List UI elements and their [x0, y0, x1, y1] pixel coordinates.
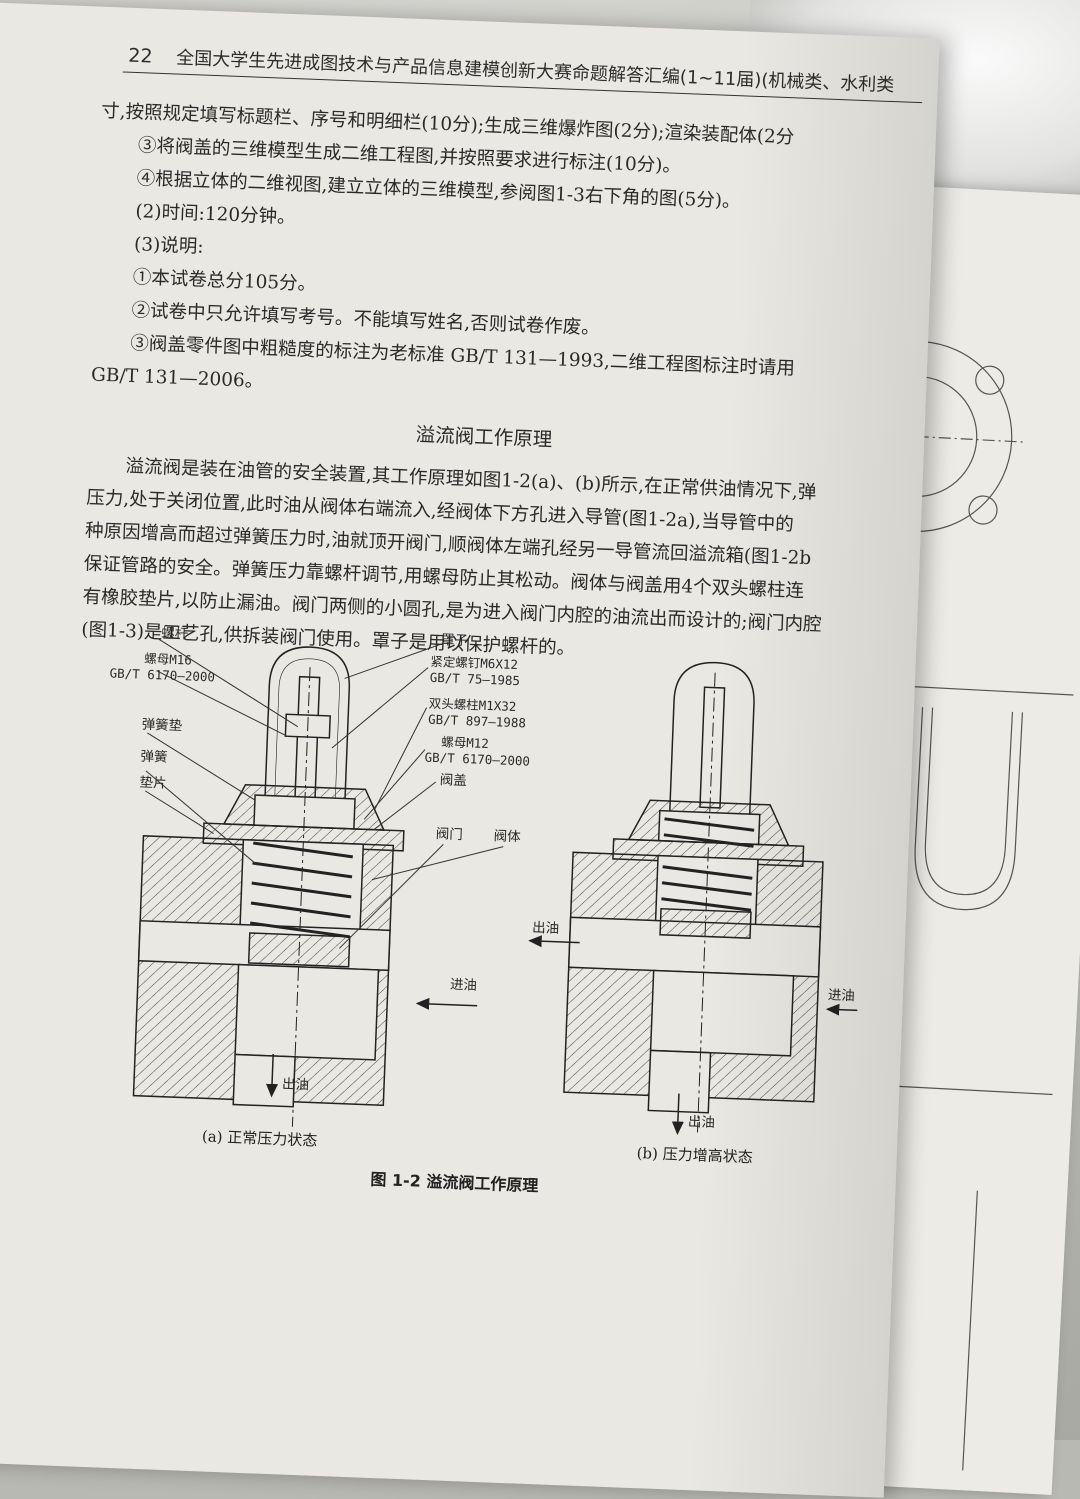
label-nut-m16-std: GB/T 6170—2000	[109, 665, 215, 684]
label-gasket: 垫片	[139, 775, 167, 792]
view-a	[132, 646, 405, 1127]
outflow-label-b-left: 出油	[532, 920, 560, 937]
label-valve: 阀门	[435, 826, 463, 843]
inflow-label-a: 进油	[450, 977, 478, 994]
label-bonnet: 阀盖	[440, 772, 468, 789]
flow-arrows-a	[266, 997, 478, 1098]
label-body: 阀体	[493, 828, 521, 845]
figure-1-2: 进油 出油 螺杆 螺母M16 GB/T 6170—2000 弹簧垫 弹簧 垫片	[89, 619, 878, 1248]
inflow-label-b: 进油	[828, 987, 856, 1004]
outflow-label-b-bottom: 出油	[688, 1114, 716, 1131]
label-stud-std: GB/T 897—1988	[428, 712, 526, 731]
label-set-screw-std: GB/T 75—1985	[429, 670, 520, 688]
header-title: 全国大学生先进成图技术与产品信息建模创新大赛命题解答汇编(1~11届)(机械类、…	[175, 47, 895, 97]
book-page: 22 全国大学生先进成图技术与产品信息建模创新大赛命题解答汇编(1~11届)(机…	[0, 1, 940, 1498]
caption-a: (a) 正常压力状态	[202, 1127, 318, 1149]
label-nut-m12: 螺母M12	[441, 734, 489, 751]
label-nut-m12-std: GB/T 6170—2000	[424, 750, 530, 769]
label-cover: 罩子	[441, 632, 469, 649]
label-spring-washer: 弹簧垫	[141, 717, 183, 735]
outflow-label-a: 出油	[282, 1076, 310, 1093]
view-b	[563, 661, 824, 1133]
label-spring: 弹簧	[140, 749, 168, 766]
body-text: 寸,按照规定填写标题栏、序号和明细栏(10分);生成三维爆炸图(2分);渲染装配…	[81, 95, 892, 677]
label-set-screw: 紧定螺钉M6X12	[430, 654, 518, 672]
label-nut-m16: 螺母M16	[144, 651, 192, 668]
figure-caption: 图 1-2 溢流阀工作原理	[370, 1170, 539, 1195]
running-header: 22 全国大学生先进成图技术与产品信息建模创新大赛命题解答汇编(1~11届)(机…	[128, 42, 908, 98]
label-screw: 螺杆	[161, 625, 189, 642]
label-stud: 双头螺柱M1X32	[428, 696, 516, 714]
relief-valve-drawing: 进油 出油 螺杆 螺母M16 GB/T 6170—2000 弹簧垫 弹簧 垫片	[109, 625, 878, 1195]
page-number: 22	[127, 44, 153, 68]
caption-b: (b) 压力增高状态	[636, 1144, 753, 1166]
